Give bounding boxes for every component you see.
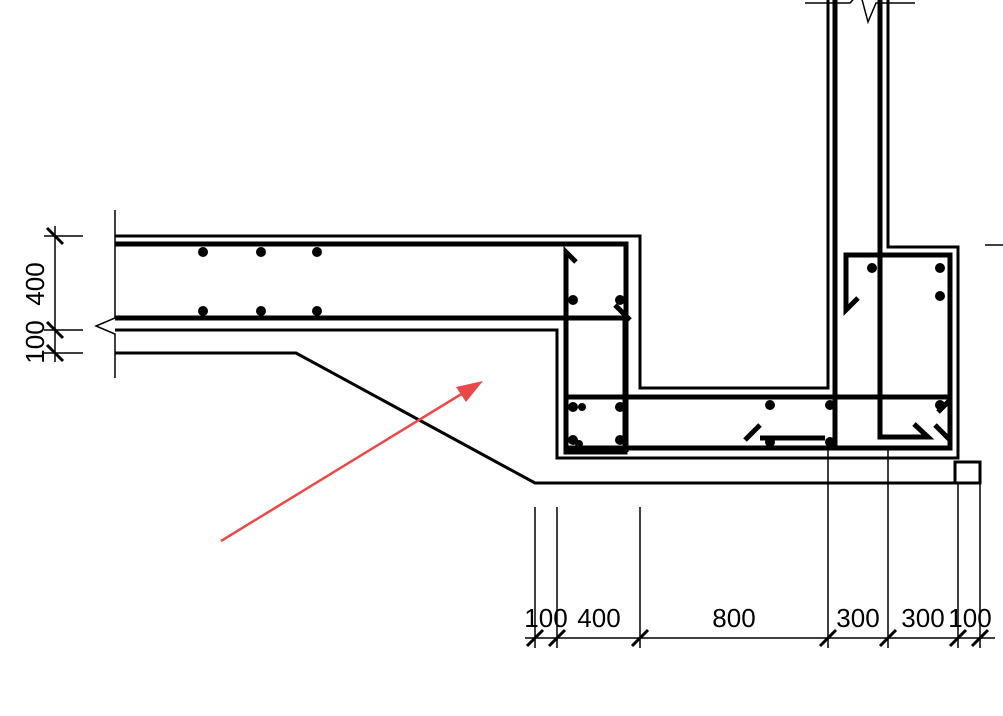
annotation-arrow — [220, 381, 483, 543]
slab-top-outline — [115, 0, 830, 390]
tick — [630, 628, 650, 648]
dim-label-300-right: 300 — [901, 603, 944, 633]
rebar-dot — [825, 437, 835, 447]
dim-label-100-left: 100 — [524, 603, 567, 633]
tick — [525, 628, 545, 648]
rebar-dot — [198, 247, 208, 257]
rebar-dot — [312, 306, 322, 316]
hook-left — [743, 423, 762, 442]
tick — [547, 628, 567, 648]
slab-bottom-outline — [115, 0, 960, 460]
hook-pit-left — [613, 303, 632, 322]
break-lines — [94, 0, 915, 378]
dim-label-100-vertical: 100 — [20, 320, 50, 363]
tick — [45, 343, 65, 363]
rebar-dot — [568, 295, 578, 305]
rebar-dot — [867, 263, 877, 273]
rebar-dots — [198, 247, 945, 448]
rebar-dot — [198, 306, 208, 316]
dim-label-300-left: 300 — [836, 603, 879, 633]
dim-label-100-right: 100 — [948, 603, 991, 633]
rebar-dot — [765, 437, 775, 447]
rebar-dot — [615, 402, 625, 412]
tick — [818, 628, 838, 648]
rebar-dot — [575, 440, 583, 448]
rebar-dot — [256, 247, 266, 257]
reinforcement — [115, 0, 953, 455]
slope-base-outline — [115, 351, 982, 485]
horizontal-dimension-chain — [525, 448, 995, 648]
rebar-dot — [256, 306, 266, 316]
tick — [45, 226, 65, 246]
tick — [970, 628, 990, 648]
arrow-head-icon — [456, 381, 483, 402]
tick — [878, 628, 898, 648]
arrow-shaft-icon — [220, 388, 469, 543]
column-right-rebar — [877, 0, 935, 440]
vertical-dimension-chain — [44, 226, 83, 363]
pit-bottom-rebar-bottom — [566, 252, 953, 451]
tick — [45, 320, 65, 340]
hook-right — [933, 423, 952, 442]
dim-label-400: 400 — [577, 603, 620, 633]
rebar-dot — [765, 400, 775, 410]
concrete-outline — [115, 0, 982, 485]
slab-break-line — [94, 210, 116, 378]
rebar-dot — [935, 263, 945, 273]
dim-label-800: 800 — [712, 603, 755, 633]
rebar-dot — [615, 295, 625, 305]
rebar-dot — [935, 400, 945, 410]
slab-top-rebar — [115, 241, 629, 452]
column-break-line — [805, 0, 915, 25]
rebar-dot — [615, 435, 625, 445]
tick — [948, 628, 968, 648]
rebar-dot — [312, 247, 322, 257]
dim-label-400-vertical: 400 — [20, 262, 50, 305]
rebar-dot — [568, 402, 578, 412]
rebar-dot — [825, 400, 835, 410]
rebar-dot — [935, 291, 945, 301]
rebar-dot — [578, 403, 586, 411]
pit-left-stirrup — [563, 245, 628, 455]
